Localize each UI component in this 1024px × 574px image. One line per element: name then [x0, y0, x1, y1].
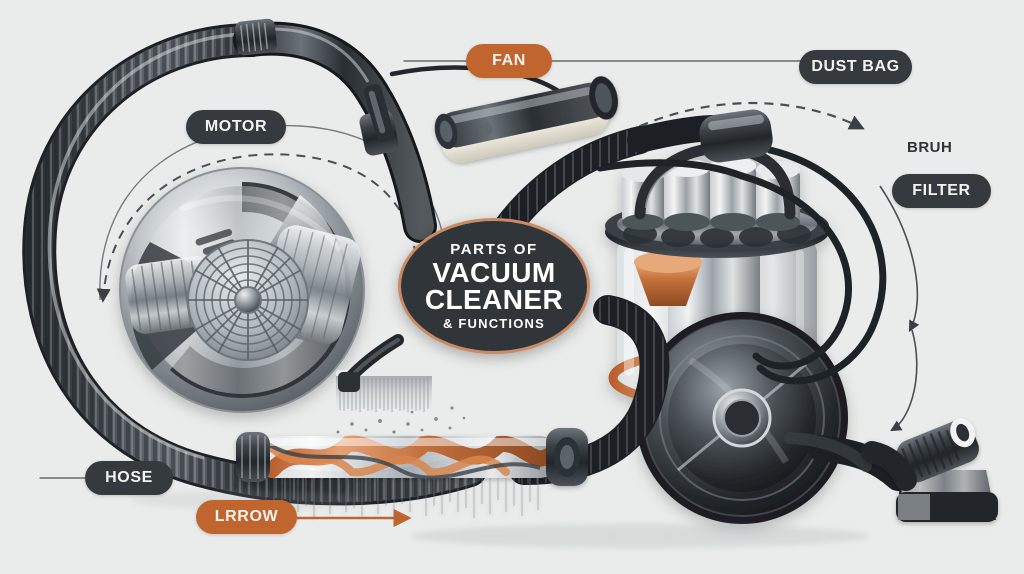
label-lrrow[interactable]: LRROW: [196, 500, 297, 534]
motor-assembly: [119, 167, 365, 413]
label-fan-text: FAN: [492, 52, 526, 69]
cyclone-dust-bin: [605, 142, 829, 409]
label-lrrow-text: LRROW: [214, 508, 279, 525]
label-motor[interactable]: MOTOR: [186, 110, 286, 144]
ground-shadow: [410, 524, 870, 548]
wand-handle: [233, 18, 563, 243]
floor-nozzle: [861, 417, 998, 522]
badge-line-bottom: & FUNCTIONS: [442, 316, 546, 332]
left-dashed-airflow-arc: [96, 153, 417, 303]
dust-bag-cartridge: [434, 76, 619, 163]
dust-specks: [336, 406, 466, 434]
canister-wheel: [636, 312, 848, 524]
badge-line-main-2: CLEANER: [424, 284, 564, 315]
right-arc-lower: [890, 329, 918, 432]
label-hose-text: HOSE: [105, 469, 153, 486]
right-arc-upper: [879, 185, 920, 332]
label-motor-text: MOTOR: [204, 118, 268, 135]
label-dust-bag-text: DUST BAG: [811, 58, 900, 75]
label-hose[interactable]: HOSE: [85, 461, 173, 495]
dusting-brush: [336, 334, 466, 434]
label-dust-bag[interactable]: DUST BAG: [799, 50, 912, 84]
label-bruh: BRUH: [907, 139, 953, 156]
top-right-dashed-arc: [624, 102, 865, 134]
flexible-hose: [22, 23, 487, 506]
center-title-badge: PARTS OF VACUUM CLEANER & FUNCTIONS: [398, 218, 590, 354]
badge-line-main-1: VACUUM: [432, 256, 556, 288]
brush-roller-wand: [236, 428, 588, 518]
label-filter[interactable]: FILTER: [892, 174, 991, 208]
badge-line-top: PARTS OF: [450, 240, 538, 258]
label-filter-text: FILTER: [912, 182, 971, 199]
label-fan[interactable]: FAN: [466, 44, 552, 78]
power-cord: [596, 146, 887, 385]
